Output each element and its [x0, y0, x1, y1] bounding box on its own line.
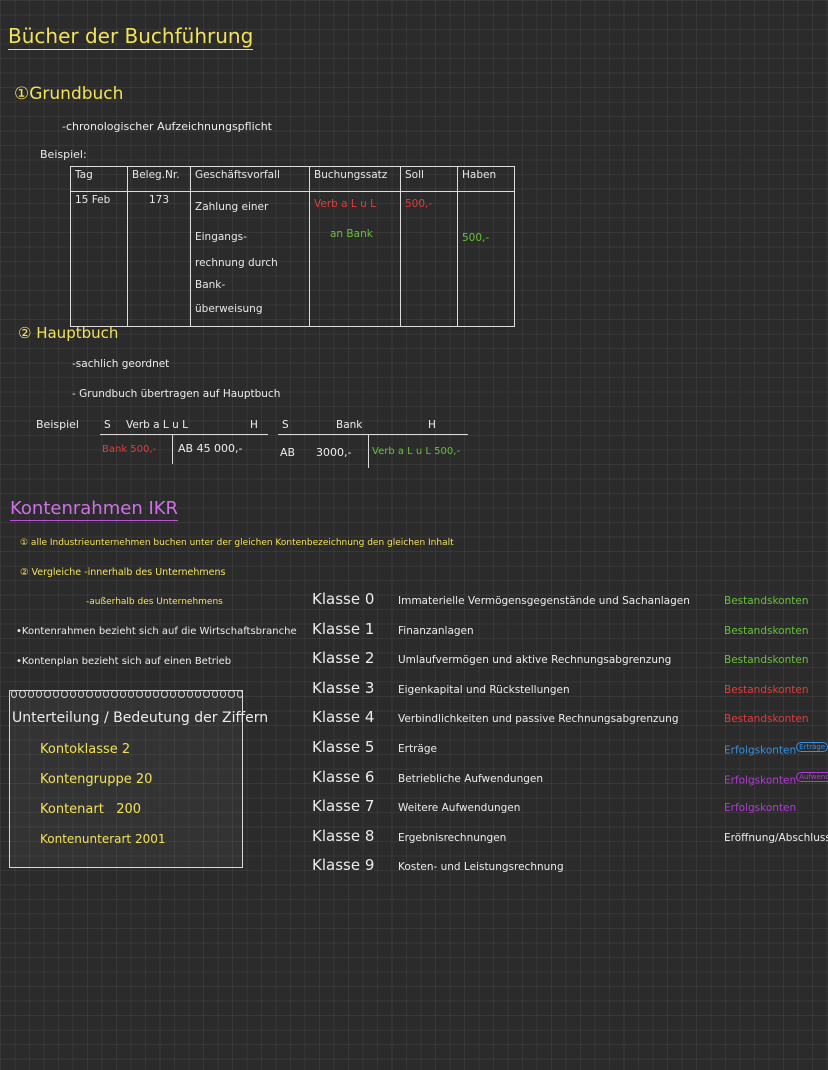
- klasse-type-text: Bestandskonten: [724, 683, 809, 696]
- buchung-soll-text: Verb a L u L: [314, 198, 376, 210]
- soll-value: 500,-: [405, 198, 433, 210]
- klasse-type: Bestandskonten: [724, 654, 809, 666]
- vorfall-line: rechnung durch Bank-: [195, 257, 278, 291]
- klasse-description: Erträge: [398, 743, 437, 755]
- klasse-type-sup: Erträge: [796, 742, 828, 752]
- grundbuch-table: Tag Beleg.Nr. Geschäftsvorfall Buchungss…: [70, 166, 515, 327]
- klasse-description: Finanzanlagen: [398, 624, 474, 637]
- konto2-s: S: [282, 419, 289, 431]
- grundbuch-bullet: -chronologischer Aufzeichnungspflicht: [62, 120, 272, 133]
- box-item: Kontenunterart 2001: [40, 832, 166, 846]
- hauptbuch-bullet-1: -sachlich geordnet: [72, 358, 170, 370]
- klasse-type-text: Bestandskonten: [724, 595, 809, 607]
- klasse-type-text: Bestandskonten: [724, 654, 809, 667]
- box-item: Kontengruppe 20: [40, 772, 153, 787]
- klasse-type: Bestandskonten: [724, 625, 809, 637]
- vorfall-line: Zahlung einer Eingangs-: [195, 201, 269, 243]
- kontenrahmen-note-2: •Kontenplan bezieht sich auf einen Betri…: [16, 656, 232, 667]
- konto2-name: Bank: [336, 419, 363, 431]
- vorfall-line: überweisung: [195, 303, 263, 315]
- klasse-type-sup: Aufwendungen: [796, 771, 828, 782]
- kontenrahmen-point-2: ② Vergleiche -innerhalb des Unternehmens: [20, 567, 226, 578]
- kontenrahmen-heading: Kontenrahmen IKR: [10, 498, 179, 521]
- klasse-description: Kosten- und Leistungsrechnung: [398, 861, 564, 874]
- ziffern-box: [9, 690, 243, 868]
- hauptbuch-beispiel: Beispiel: [36, 418, 79, 431]
- klasse-type-text: Erfolgskonten: [724, 802, 797, 815]
- konto1-name: Verb a L u L: [126, 419, 188, 431]
- cell-soll: 500,-: [400, 191, 458, 327]
- klasse-label: Klasse 7: [312, 797, 375, 816]
- col-beleg: Beleg.Nr.: [127, 166, 191, 192]
- hauptbuch-heading: ② Hauptbuch: [18, 324, 119, 342]
- konto2-left-label: AB: [280, 446, 296, 459]
- konto1-mid-line: [172, 434, 174, 464]
- klasse-type-text: Erfolgskonten: [724, 744, 797, 757]
- klasse-description: Verbindlichkeiten und passive Rechnungsa…: [398, 713, 679, 726]
- klasse-description: Umlaufvermögen und aktive Rechnungsabgre…: [398, 654, 672, 667]
- klasse-type: Bestandskonten: [724, 684, 809, 696]
- table-row: 15 Feb 173 Zahlung einer Eingangs- rechn…: [70, 191, 515, 327]
- konto2-left-value: 3000,-: [316, 446, 352, 459]
- klasse-type: Erfolgskonten: [724, 802, 796, 814]
- cell-vorfall: Zahlung einer Eingangs- rechnung durch B…: [190, 191, 310, 327]
- klasse-label: Klasse 5: [312, 738, 375, 756]
- konto1-right-entry: AB 45 000,-: [178, 442, 243, 455]
- klasse-type: Eröffnung/Abschluss: [724, 832, 828, 844]
- konto1-left-entry: Bank 500,-: [102, 444, 157, 455]
- klasse-label: Klasse 8: [312, 826, 375, 845]
- konto1-top-line: [100, 434, 268, 436]
- box-item: Kontoklasse 2: [40, 742, 131, 757]
- kontenrahmen-note-1: •Kontenrahmen bezieht sich auf die Wirts…: [16, 626, 297, 637]
- klasse-label: Klasse 0: [312, 590, 375, 608]
- haben-value: 500,-: [462, 232, 490, 244]
- konto2-mid-line: [368, 434, 370, 468]
- col-vorfall: Geschäftsvorfall: [190, 166, 310, 192]
- klasse-label: Klasse 9: [312, 856, 375, 875]
- klasse-label: Klasse 3: [312, 678, 375, 697]
- cell-beleg: 173: [127, 191, 191, 327]
- klasse-type-text: Bestandskonten: [724, 713, 809, 726]
- cell-buchungssatz: Verb a L u L an Bank: [309, 191, 401, 327]
- klasse-type-text: Eröffnung/Abschluss: [724, 831, 828, 844]
- klasse-label: Klasse 6: [312, 767, 375, 786]
- klasse-label: Klasse 1: [312, 619, 375, 638]
- cell-tag: 15 Feb: [70, 191, 128, 327]
- klasse-description: Immaterielle Vermögensgegenstände und Sa…: [398, 595, 690, 607]
- konto1-s: S: [104, 419, 111, 431]
- col-tag: Tag: [70, 166, 128, 192]
- klasse-type-text: Erfolgskonten: [724, 774, 797, 787]
- konto2-right-entry: Verb a L u L 500,-: [372, 446, 461, 457]
- klasse-label: Klasse 2: [312, 649, 375, 668]
- konto2-h: H: [428, 419, 436, 431]
- klasse-type: ErfolgskontenAufwendungen: [724, 771, 828, 787]
- kontenrahmen-point-2b: -außerhalb des Unternehmens: [86, 597, 223, 607]
- box-item: Kontenart 200: [40, 802, 142, 817]
- grundbuch-heading: ①Grundbuch: [14, 84, 124, 104]
- klasse-type-text: Bestandskonten: [724, 624, 809, 637]
- box-spiral: [9, 690, 244, 698]
- klasse-description: Betriebliche Aufwendungen: [398, 772, 544, 785]
- klasse-description: Weitere Aufwendungen: [398, 802, 521, 815]
- klasse-description: Eigenkapital und Rückstellungen: [398, 683, 570, 696]
- col-haben: Haben: [457, 166, 515, 192]
- page-title: Bücher der Buchführung: [8, 24, 254, 50]
- buchung-haben-text: an Bank: [330, 228, 373, 240]
- hauptbuch-bullet-2: - Grundbuch übertragen auf Hauptbuch: [72, 388, 281, 400]
- klasse-type: Bestandskonten: [724, 713, 809, 725]
- klasse-type: Bestandskonten: [724, 595, 809, 607]
- box-title: Unterteilung / Bedeutung der Ziffern: [12, 710, 269, 726]
- grundbuch-beispiel: Beispiel:: [40, 148, 87, 161]
- klasse-label: Klasse 4: [312, 708, 375, 727]
- col-soll: Soll: [400, 166, 458, 192]
- cell-haben: 500,-: [457, 191, 515, 327]
- konto1-h: H: [250, 419, 258, 431]
- kontenrahmen-point-1: ① alle Industrieunternehmen buchen unter…: [20, 538, 454, 548]
- col-buchungssatz: Buchungssatz: [309, 166, 401, 192]
- konto2-top-line: [278, 434, 468, 436]
- klasse-description: Ergebnisrechnungen: [398, 831, 507, 844]
